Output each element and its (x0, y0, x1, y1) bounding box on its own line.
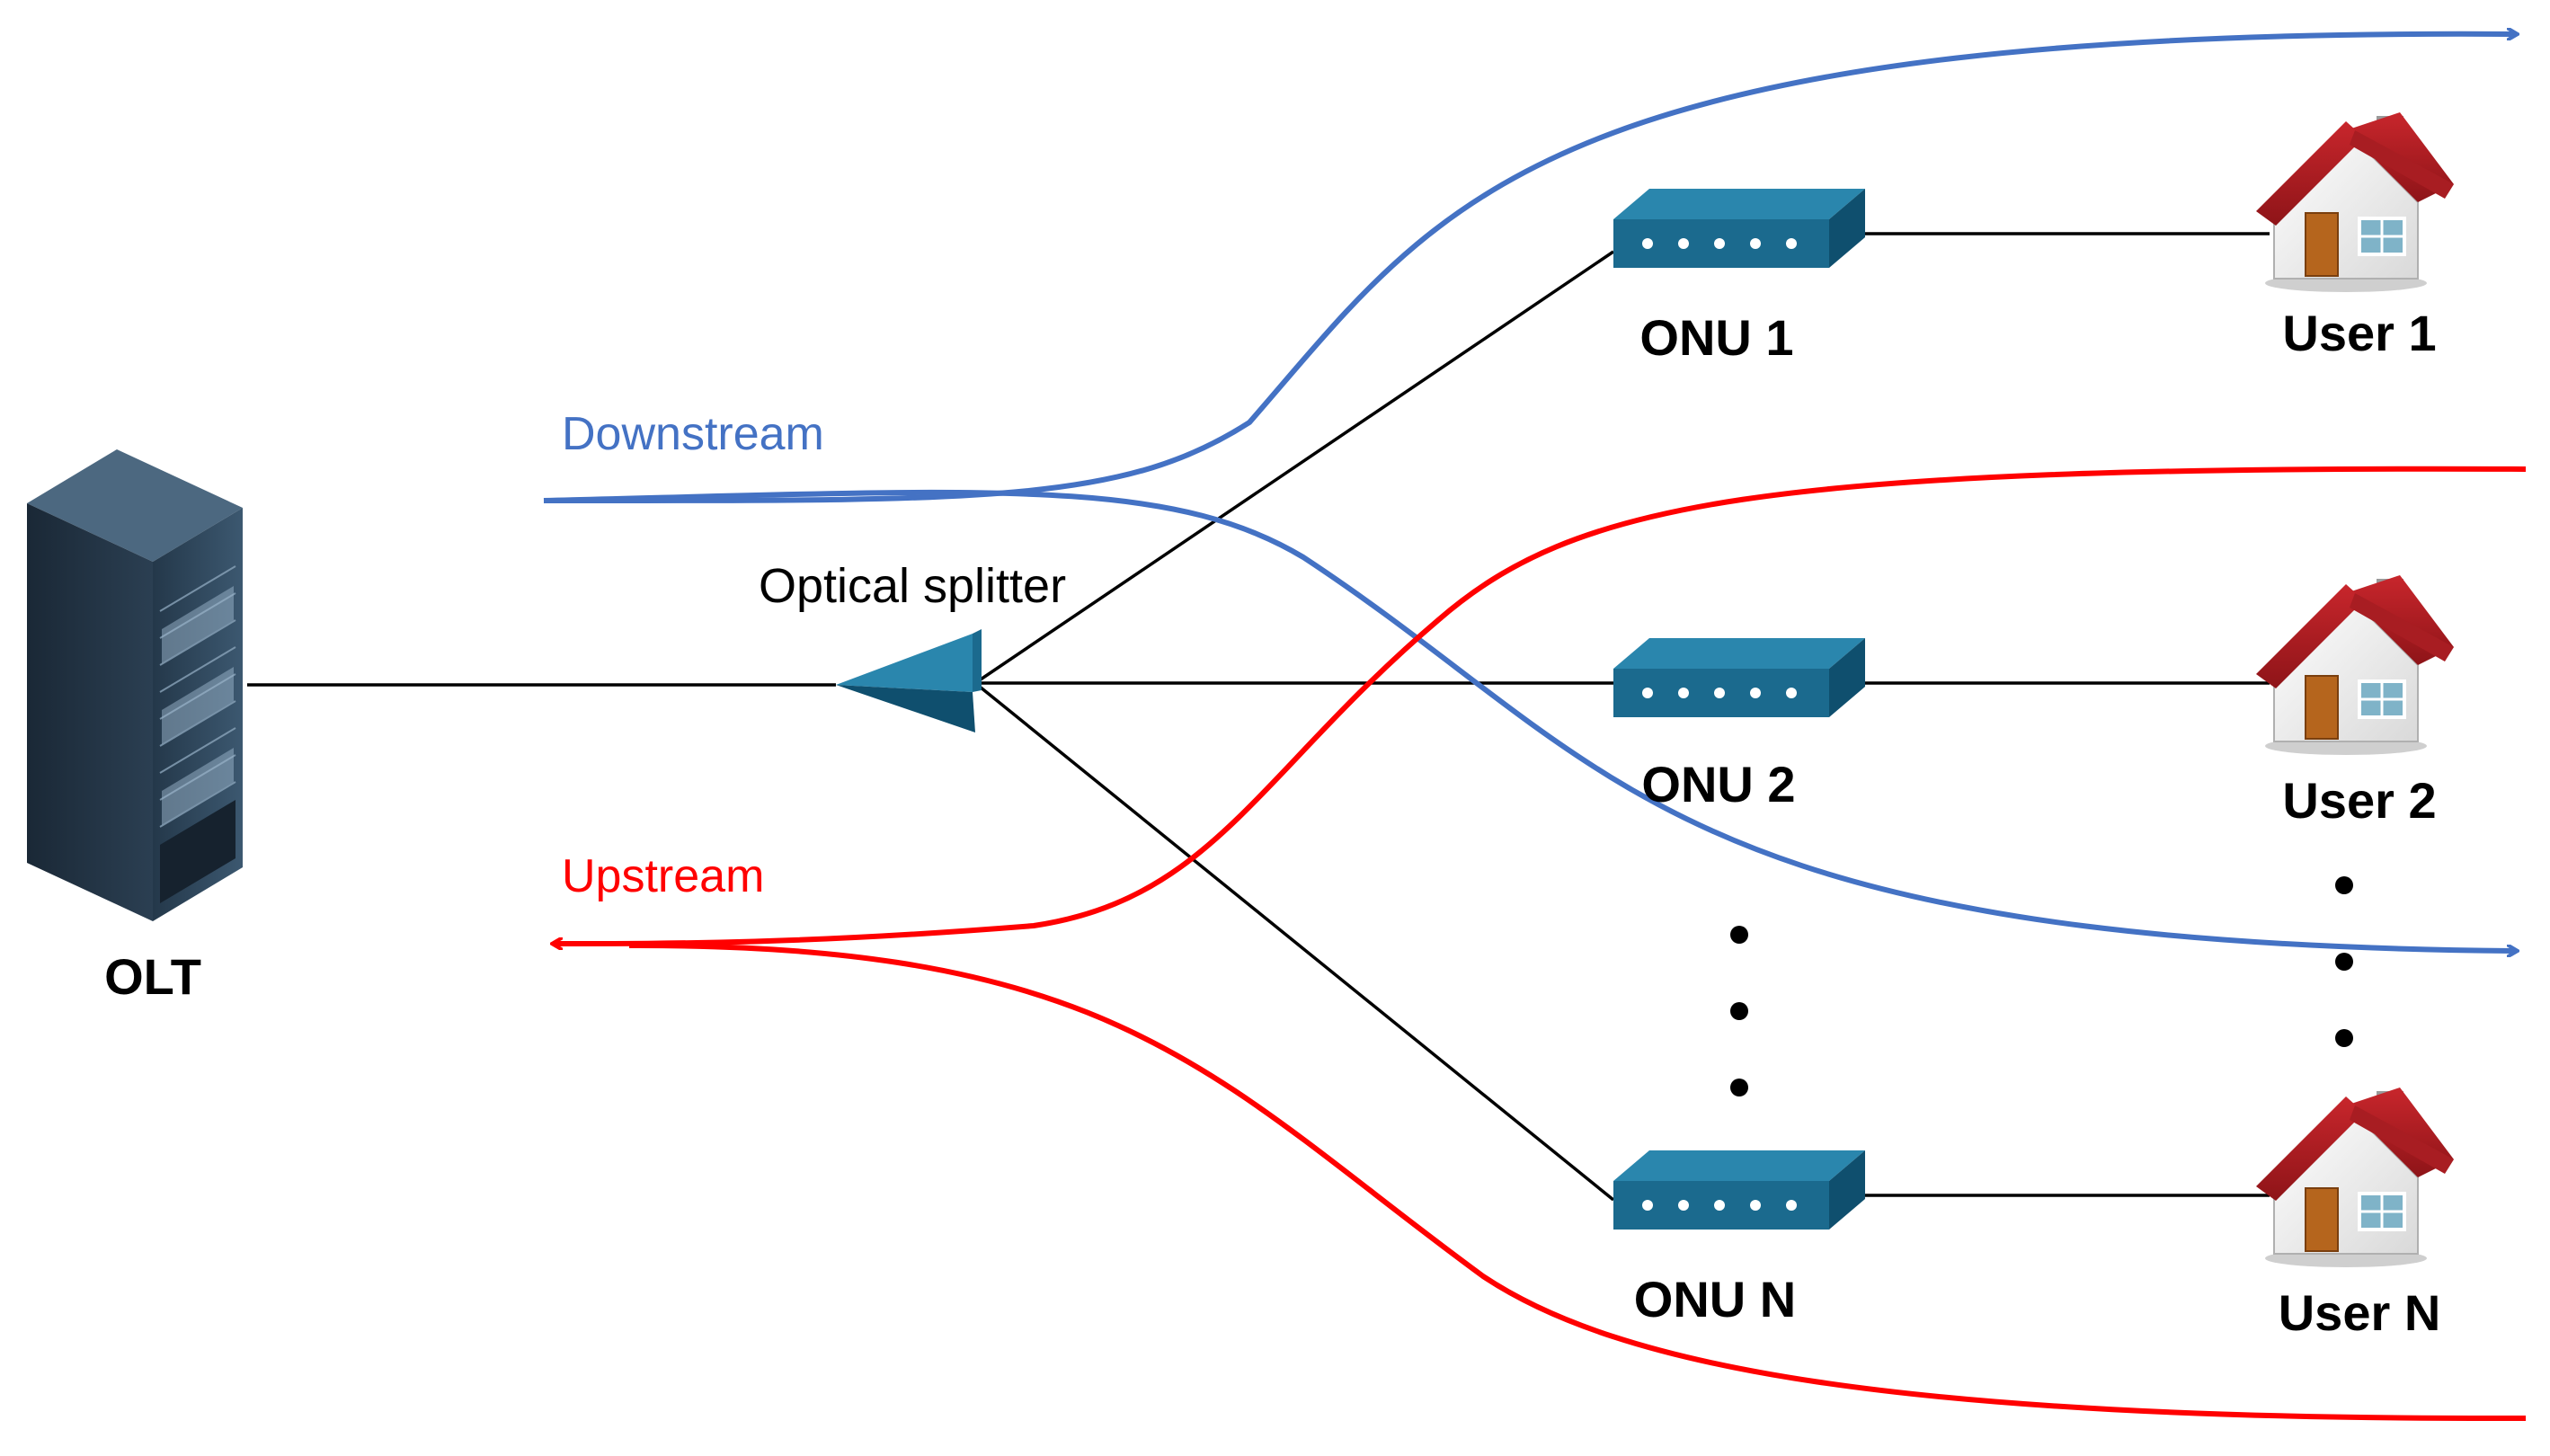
upstream-flow (553, 466, 2527, 1422)
optical-splitter-icon (836, 629, 982, 732)
house-icon (2254, 1086, 2456, 1269)
server-rack-icon (27, 449, 243, 921)
downstream-curve-top (543, 34, 2517, 504)
onu-device-icon (1613, 1150, 1865, 1230)
onu-device-icon (1613, 189, 1865, 268)
downstream-label: Downstream (562, 408, 824, 460)
onu-device-icon (1613, 638, 1865, 717)
splitter-label: Optical splitter (759, 559, 1066, 613)
onuN-label: ONU N (1634, 1271, 1796, 1327)
userN-label: User N (2279, 1284, 2441, 1341)
fiber-to-onuN (973, 681, 1615, 1202)
downstream-flow (543, 34, 2517, 951)
user-ellipsis (2335, 876, 2353, 1047)
upstream-curve-top (553, 466, 2527, 944)
user2-label: User 2 (2282, 772, 2436, 829)
house-icon (2254, 111, 2456, 294)
olt-label: OLT (104, 948, 201, 1005)
downstream-curve-bottom (543, 489, 2517, 951)
upstream-curve-bottom (628, 942, 2527, 1422)
fiber-lines (247, 232, 2270, 1202)
upstream-label: Upstream (562, 850, 764, 902)
onu2-label: ONU 2 (1641, 756, 1795, 812)
user1-label: User 1 (2282, 305, 2436, 361)
onu-ellipsis (1730, 926, 1748, 1096)
fiber-to-onu1 (974, 250, 1614, 685)
onu1-label: ONU 1 (1639, 309, 1793, 366)
house-icon (2254, 573, 2456, 757)
